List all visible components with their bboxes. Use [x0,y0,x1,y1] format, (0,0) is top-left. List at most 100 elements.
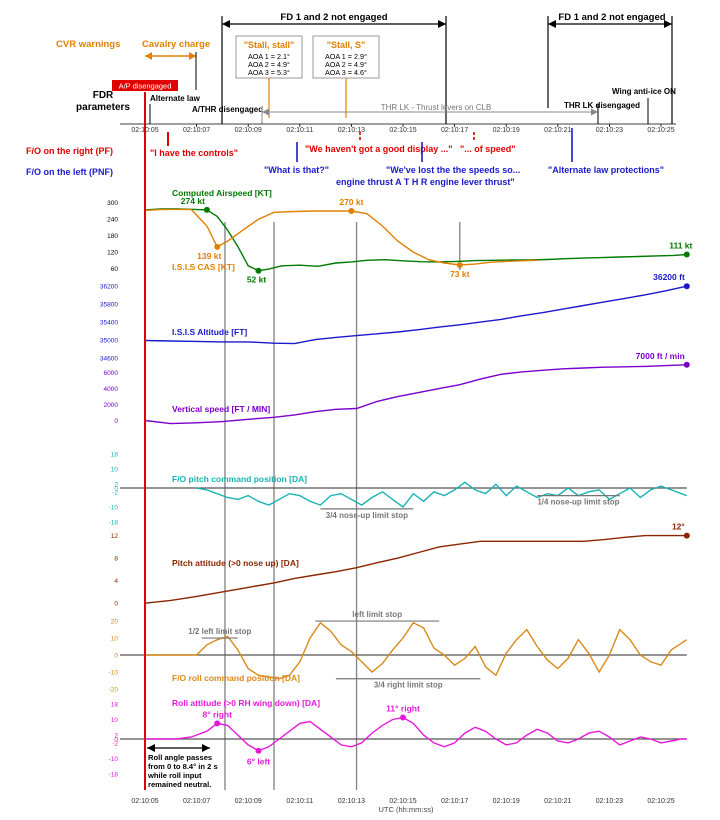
bottom-tick-label: 02:10:23 [596,798,623,805]
annotation-label: 270 kt [339,197,363,207]
limit-stop-label: 1/2 left limit stop [188,627,251,636]
thr-lk-arrowhead-left [262,108,269,116]
annotation-marker [683,361,690,368]
series-line-vertical_speed-0 [144,364,687,425]
fd-not-engaged-1: FD 1 and 2 not engaged [280,12,387,23]
ytick-label: 4000 [104,386,119,393]
ytick-label: 10 [111,717,119,724]
stall-box-2-aoa-3: AOA 3 = 4.6° [325,68,367,77]
ytick-label: 35000 [100,338,118,345]
annotation-marker [683,283,690,290]
series-line-airspeed-1 [144,208,538,266]
limit-stop-label: 1/4 nose-up limit stop [537,498,619,507]
roll-note-line-2: from 0 to 8.4° in 2 s [148,762,218,771]
ytick-label: 18 [111,451,119,458]
annotation-marker [214,720,221,727]
top-tick-label: 02:10:15 [389,127,416,134]
ap-disengaged-badge [112,80,178,91]
fdr-label-2: parameters [76,102,130,113]
stall-box-2: "Stall, S" AOA 1 = 2.9° AOA 2 = 4.9° AOA… [312,35,380,118]
annotation-marker [400,714,406,721]
stall-box-1: "Stall, stall" AOA 1 = 2.1° AOA 2 = 4.9°… [235,35,303,118]
fo-right-label: F/O on the right (PF) [26,146,113,156]
thr-lk-label: THR LK - Thrust levers on CLB [381,103,492,112]
series-line-pitch_attitude-0 [144,534,687,604]
cavalry-arrowhead-left [145,52,152,60]
ytick-label: 20 [111,619,119,626]
top-tick-label: 02:10:21 [544,127,571,134]
stall-box-1-aoa-1: AOA 1 = 2.1° [248,52,290,61]
top-tick-label: 02:10:09 [235,127,262,134]
stall-box-2-aoa-2: AOA 2 = 4.9° [325,60,367,69]
grid-layer [224,222,461,790]
annotation-label: 73 kt [450,269,470,279]
roll-note-line-1: Roll angle passes [148,753,212,762]
ytick-label: 4 [114,578,118,585]
bottom-tick-label: 02:10:09 [235,798,262,805]
bottom-tick-label: 02:10:19 [493,798,520,805]
top-time-ticks: 02:10:0502:10:0702:10:0902:10:1102:10:13… [131,124,675,134]
pnf-quote-2a: "We've lost the the speeds so... [386,165,520,175]
ytick-label: 35400 [100,320,118,327]
roll-note-arrowhead-left [147,744,155,752]
top-tick-label: 02:10:13 [338,127,365,134]
fo-left-label: F/O on the left (PNF) [26,167,113,177]
ytick-label: 8 [114,556,118,563]
annotation-marker [214,243,221,250]
athr-disengaged-label: A/THR disengaged [192,105,263,114]
limit-stop-label: 3/4 nose-up limit stop [326,511,408,520]
ytick-label: -20 [109,686,119,693]
top-tick-label: 02:10:17 [441,127,468,134]
limit-stop-label: 3/4 right limit stop [374,681,443,690]
series-line-altitude-0 [144,285,687,345]
fdr-label-1: FDR [93,90,114,101]
wing-anti-ice-label: Wing anti-ice ON [612,87,676,96]
top-tick-label: 02:10:07 [183,127,210,134]
annotation-label: 11° right [386,704,420,714]
cavalry-arrowhead-right [189,52,196,60]
annotation-marker [456,261,463,268]
fd-not-engaged-2: FD 1 and 2 not engaged [558,12,665,23]
thr-lk-disengaged-label: THR LK disengaged [564,101,640,110]
ytick-label: 2 [114,482,118,489]
annotation-marker [255,747,262,754]
annotation-marker [683,251,690,258]
ytick-label: 10 [111,467,119,474]
annotation-marker [255,267,262,274]
bottom-tick-label: 02:10:05 [131,798,158,805]
pf-quote-1: "I have the controls" [150,148,238,158]
ap-disengaged-label: A/P disengaged [119,82,172,91]
ytick-label: 240 [107,217,118,224]
annotation-label: 8° right [203,709,233,719]
ytick-label: 0 [114,653,118,660]
bottom-tick-label: 02:10:11 [286,798,313,805]
bottom-tick-label: 02:10:21 [544,798,571,805]
ytick-label: -2 [112,489,118,496]
annotation-label: 274 kt [181,196,205,206]
ytick-label: -18 [109,772,119,779]
bottom-tick-label: 02:10:15 [389,798,416,805]
ytick-label: -18 [109,520,119,527]
fd-arrowhead-left-2 [548,20,556,28]
ytick-label: 34600 [100,356,118,363]
stall-box-2-aoa-1: AOA 1 = 2.9° [325,52,367,61]
pf-quote-3: "... of speed" [460,144,516,154]
ytick-label: 0 [114,737,118,744]
annotation-marker [348,207,355,214]
thr-lk-arrowhead-right [591,108,598,116]
pnf-quote-3: "Alternate law protections" [548,165,664,175]
cavalry-charge-label: Cavalry charge [142,39,210,50]
limit-stop-label: left limit stop [352,610,402,619]
annotation-label: 12° [672,522,685,532]
ytick-label: -10 [109,505,119,512]
top-tick-label: 02:10:25 [647,127,674,134]
